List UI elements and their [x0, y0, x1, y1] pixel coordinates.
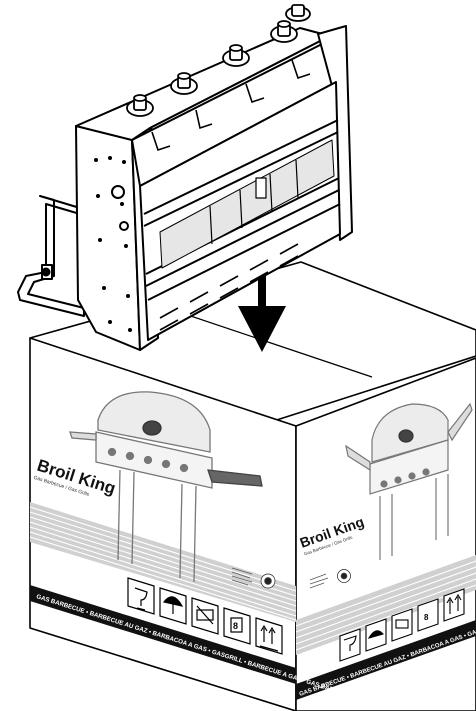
grill-illustration-left [69, 391, 263, 583]
knob-icon [170, 72, 198, 95]
left-side-bracket [17, 195, 85, 317]
grill-head [17, 25, 353, 351]
this-way-up-icon [255, 617, 283, 655]
left-stripe-band [29, 502, 297, 684]
knob-icon [285, 4, 311, 22]
fragile-icon [127, 577, 155, 615]
keep-dry-icon [159, 587, 187, 625]
svg-text:8: 8 [233, 621, 238, 631]
this-way-up-icon [443, 588, 465, 622]
keep-dry-icon [365, 618, 387, 652]
knob-icon [126, 94, 154, 117]
stack-limit-icon: 8 [417, 598, 439, 632]
grill-illustration-right [345, 402, 473, 560]
drip-tray-slots [159, 243, 299, 331]
control-knobs [126, 4, 311, 117]
fragile-icon [339, 628, 361, 662]
panel-bolts [94, 156, 132, 332]
left-end-panel [75, 125, 141, 351]
cert-info-left [231, 567, 276, 589]
do-not-roll-icon [391, 608, 413, 642]
cert-info-right [309, 569, 351, 589]
stack-limit-icon: 8 [223, 607, 251, 645]
do-not-roll-icon [191, 597, 219, 635]
right-stripe-band [295, 555, 476, 700]
knob-icon [270, 20, 298, 43]
svg-text:8: 8 [424, 613, 429, 622]
valve-brackets [151, 59, 311, 152]
handling-icons-right: 8 [339, 588, 465, 662]
knob-icon [222, 44, 250, 67]
handling-icons-left: 8 [127, 577, 283, 655]
